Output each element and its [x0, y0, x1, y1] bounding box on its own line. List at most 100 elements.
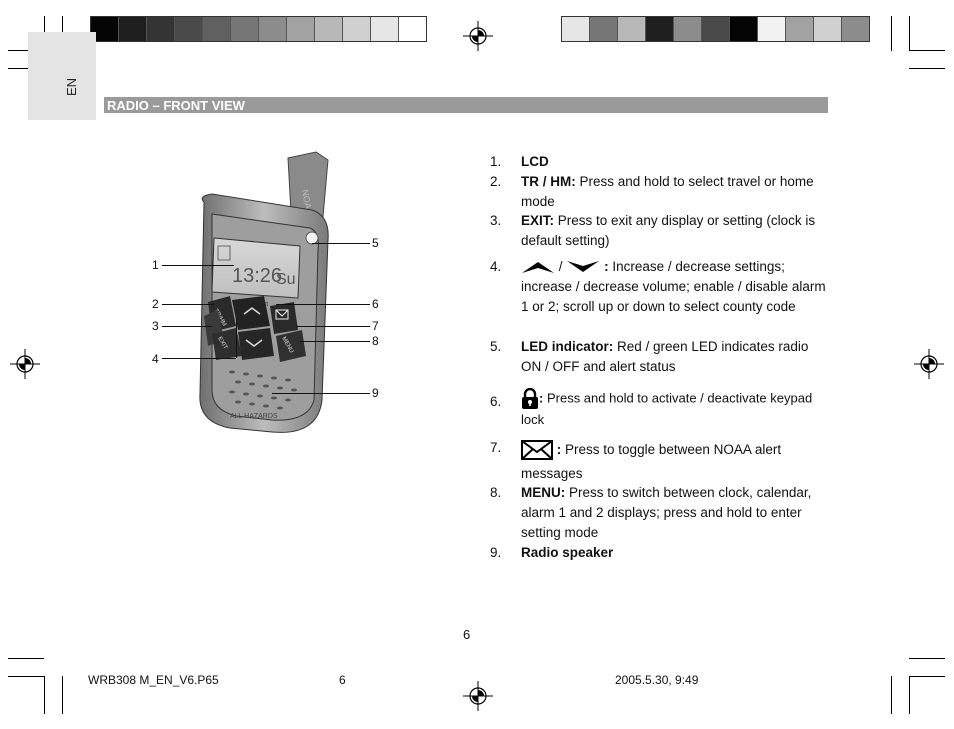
bottom-text: ALL HAZARDS	[230, 413, 278, 420]
color-swatch	[590, 17, 618, 41]
color-swatch	[203, 17, 231, 41]
color-swatch	[119, 17, 147, 41]
item-label: TR / HM:	[521, 174, 576, 189]
color-swatch	[646, 17, 674, 41]
item-text: Press to exit any display or setting (cl…	[521, 213, 816, 248]
item-text: Press and hold to select travel or home …	[521, 174, 814, 209]
crop-mark	[909, 50, 945, 51]
item-label: LED indicator:	[521, 339, 614, 354]
color-swatch	[674, 17, 702, 41]
callout-6: 6	[372, 297, 379, 311]
item-number: 7.	[490, 440, 502, 455]
item-text: Red / green LED indicates radio ON / OFF…	[521, 339, 809, 374]
crop-mark	[909, 68, 945, 69]
footer-file: WRB308 M_EN_V6.P65	[88, 673, 219, 687]
crop-mark	[909, 658, 945, 659]
crop-mark	[8, 676, 44, 677]
item-number: 4.	[490, 259, 502, 274]
lock-icon	[522, 388, 538, 409]
crop-mark	[8, 658, 44, 659]
color-swatch	[562, 17, 590, 41]
color-swatch	[758, 17, 786, 41]
callout-line-1	[162, 265, 234, 266]
registration-target-icon	[914, 349, 944, 379]
crop-mark	[891, 676, 892, 714]
item-number: 2.	[490, 174, 502, 189]
item-number: 8.	[490, 485, 502, 500]
crop-mark	[8, 68, 44, 69]
item-text: Press and hold to activate / deactivate …	[521, 390, 813, 427]
section-title: RADIO – FRONT VIEW	[107, 98, 245, 113]
item-number: 6.	[490, 394, 502, 409]
callout-line-6	[276, 304, 370, 305]
callout-3: 3	[152, 319, 159, 333]
item-colon: :	[604, 259, 609, 274]
registration-target-icon	[10, 349, 40, 379]
color-bar-right	[561, 16, 870, 42]
color-swatch	[287, 17, 315, 41]
crop-mark	[891, 16, 892, 51]
color-swatch	[702, 17, 730, 41]
item-number: 3.	[490, 213, 502, 228]
item-number: 5.	[490, 339, 502, 354]
callout-line-5	[312, 243, 370, 244]
crop-mark	[909, 676, 945, 677]
item-separator: /	[558, 259, 563, 274]
item-colon: :	[539, 390, 544, 406]
registration-target-icon	[463, 21, 493, 51]
down-arrow-icon	[567, 261, 600, 273]
item-text: Increase / decrease settings; increase /…	[521, 259, 826, 314]
radio-illustration: NOAA 13:26 Su TR/HM EXIT Public Alert ME…	[152, 150, 380, 436]
color-swatch	[842, 17, 869, 41]
item-number: 1.	[490, 154, 502, 169]
footer-page: 6	[339, 673, 346, 687]
color-swatch	[814, 17, 842, 41]
callout-2: 2	[152, 297, 159, 311]
crop-mark	[44, 676, 45, 714]
color-bar-left	[90, 16, 427, 42]
brand-text: Public Alert	[238, 302, 268, 308]
callout-7: 7	[372, 319, 379, 333]
crop-mark	[909, 676, 910, 714]
color-swatch	[259, 17, 287, 41]
language-tab-label: EN	[64, 77, 79, 96]
item-text: Press to toggle between NOAA alert messa…	[521, 442, 782, 481]
callout-9: 9	[372, 386, 379, 400]
item-number: 9.	[490, 545, 502, 560]
callout-line-8	[300, 341, 370, 342]
item-label: LCD	[521, 154, 549, 169]
item-label: Radio speaker	[521, 545, 614, 560]
speaker-grille	[229, 370, 297, 410]
callout-1: 1	[152, 258, 159, 272]
registration-target-icon	[463, 681, 493, 711]
color-swatch	[147, 17, 175, 41]
callout-8: 8	[372, 334, 379, 348]
lcd-day: Su	[276, 271, 296, 288]
crop-mark	[909, 16, 910, 51]
crop-mark	[8, 50, 44, 51]
color-swatch	[786, 17, 814, 41]
color-swatch	[371, 17, 399, 41]
callout-line-9	[272, 393, 370, 394]
page-number: 6	[463, 627, 471, 642]
footer-date: 2005.5.30, 9:49	[615, 673, 699, 687]
color-swatch	[618, 17, 646, 41]
callout-line-4	[162, 358, 236, 359]
callout-line-2	[162, 304, 214, 305]
color-swatch	[175, 17, 203, 41]
item-label: EXIT:	[521, 213, 555, 228]
envelope-icon	[521, 440, 553, 461]
color-swatch	[399, 17, 426, 41]
color-swatch	[343, 17, 371, 41]
item-text: Press to switch between clock, calendar,…	[521, 485, 812, 540]
up-arrow-icon	[522, 262, 554, 274]
callout-line-3	[162, 326, 212, 327]
color-swatch	[730, 17, 758, 41]
color-swatch	[315, 17, 343, 41]
crop-mark	[62, 676, 63, 714]
item-label: MENU:	[521, 485, 566, 500]
radio-drawing: NOAA 13:26 Su TR/HM EXIT Public Alert ME…	[199, 151, 329, 433]
callout-4: 4	[152, 352, 159, 366]
item-colon: :	[556, 442, 562, 457]
callout-5: 5	[372, 236, 379, 250]
